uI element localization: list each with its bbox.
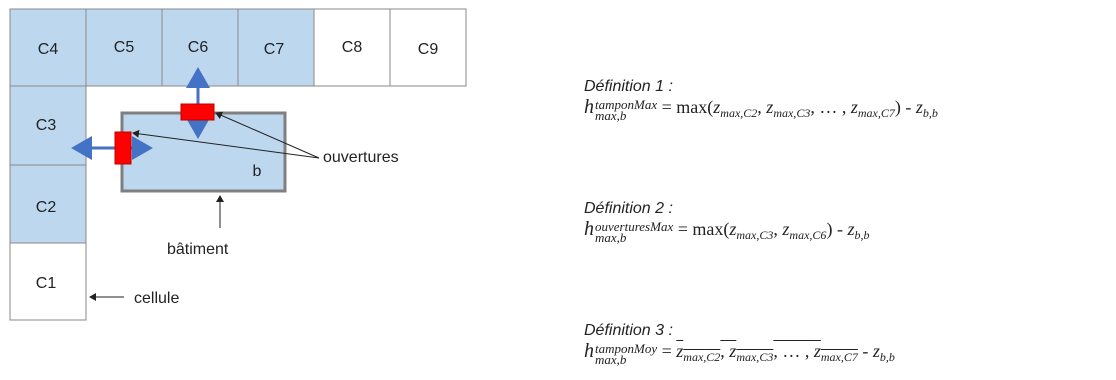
cell-c1: C1 <box>9 242 87 321</box>
opening-top <box>180 103 215 121</box>
svg-text:C9: C9 <box>418 41 439 58</box>
svg-text:C1: C1 <box>36 275 57 292</box>
building: b <box>120 111 287 193</box>
definition-3-title: Définition 3 : <box>584 322 673 339</box>
svg-text:C5: C5 <box>114 39 135 56</box>
cell-c6: C6 <box>161 8 239 87</box>
cell-c2: C2 <box>9 164 87 244</box>
svg-text:C2: C2 <box>36 199 57 216</box>
svg-text:C7: C7 <box>264 41 285 58</box>
cell-c7: C7 <box>237 8 315 87</box>
svg-text:C8: C8 <box>342 39 363 56</box>
definition-1-title: Définition 1 : <box>584 78 673 95</box>
cell-c3: C3 <box>9 85 87 166</box>
definition-2-title: Définition 2 : <box>584 200 673 217</box>
svg-text:C4: C4 <box>38 41 59 58</box>
pointer-openings-left <box>132 129 320 159</box>
svg-text:C6: C6 <box>188 39 209 56</box>
cell-c9: C9 <box>389 8 467 87</box>
zone-diagram: C4 C5 C6 C7 C8 C9 C3 C2 C1 b <box>9 8 467 321</box>
cell-c5: C5 <box>85 8 163 87</box>
opening-left <box>114 131 132 165</box>
pointer-openings-top <box>215 111 320 159</box>
cell-c4: C4 <box>9 8 87 87</box>
label-openings: ouvertures <box>323 149 399 166</box>
building-label: b <box>253 163 262 180</box>
cell-c8: C8 <box>313 8 391 87</box>
label-building: bâtiment <box>167 241 229 258</box>
svg-text:C3: C3 <box>36 117 57 134</box>
label-cell: cellule <box>134 290 179 307</box>
